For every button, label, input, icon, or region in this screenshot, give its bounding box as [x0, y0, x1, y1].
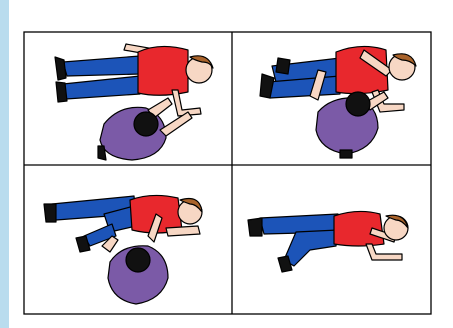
victim-on-back: [55, 44, 213, 116]
victim-rolling: [44, 195, 202, 252]
victim-recovery-position: [248, 211, 408, 272]
panel-3: [44, 195, 202, 304]
panel-2: [260, 46, 416, 158]
panel-4: [248, 211, 408, 272]
panel-1: [55, 44, 213, 160]
